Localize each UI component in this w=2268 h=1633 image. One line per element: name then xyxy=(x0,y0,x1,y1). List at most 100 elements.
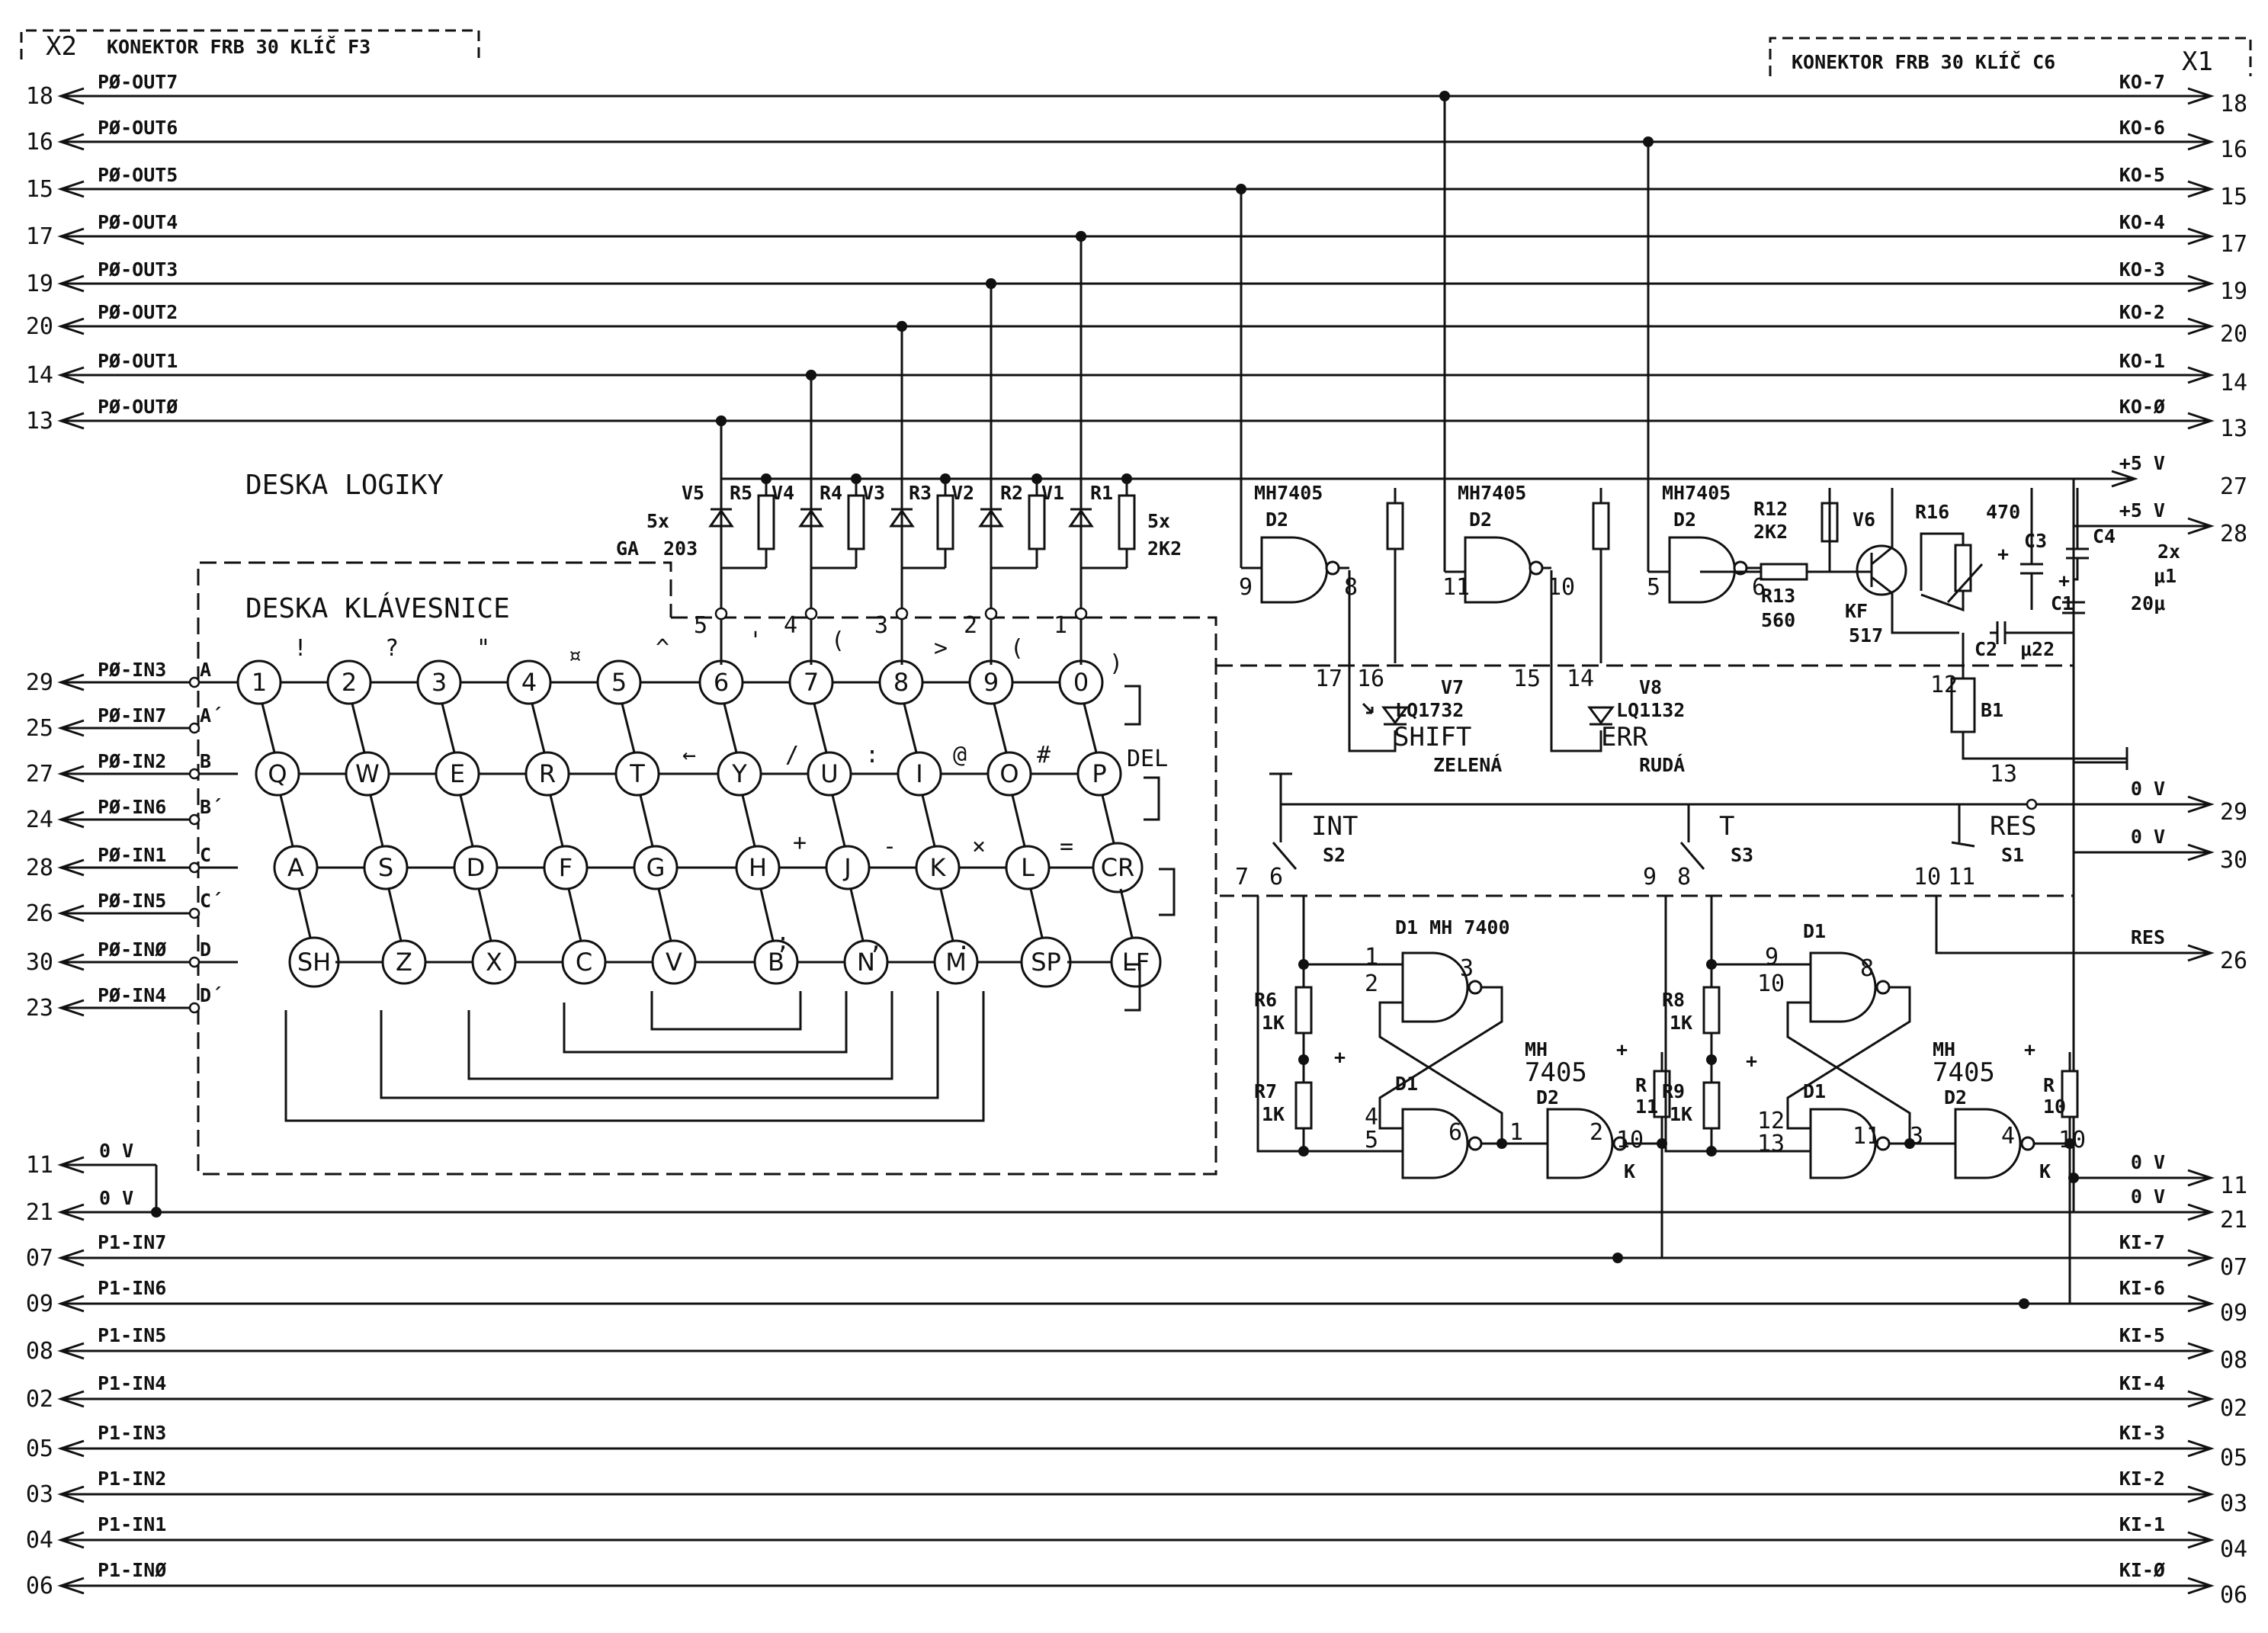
buzzer-driver: R12 2K2 R13 560 V6 KF 517 R16 470 C3 C4 … xyxy=(1700,488,2180,907)
bracket-1 xyxy=(1144,776,1160,821)
in-row-1: A´ xyxy=(200,704,223,727)
out-right-sig-6: KO-1 xyxy=(2119,350,2165,372)
in-pin-7: 23 xyxy=(26,995,53,1022)
out-right-sig-2: KO-5 xyxy=(2119,164,2165,186)
ffl-r11-3: 10 xyxy=(1616,1127,1644,1153)
key-label-i: I xyxy=(916,759,922,788)
in-row-6: D xyxy=(200,938,211,961)
in-row-0: A xyxy=(200,659,211,681)
ffl-plus: + xyxy=(1334,1046,1346,1068)
gate-top-pin-in-2: 5 xyxy=(1647,574,1660,601)
key-label-j: J xyxy=(842,853,851,882)
out-arrow-left-0 xyxy=(57,87,85,105)
in-arrow-2 xyxy=(57,765,85,783)
out-arrow-right-0 xyxy=(2187,87,2215,105)
out-arrow-right-3 xyxy=(2187,227,2215,245)
key-label-0: 0 xyxy=(1073,668,1089,697)
out-arrow-right-5 xyxy=(2187,317,2215,335)
gate-top-0 xyxy=(1260,536,1329,604)
switch-pin-b-2: 11 xyxy=(1948,864,1975,890)
switch-ref-1: S3 xyxy=(1731,844,1753,866)
key-label-e: E xyxy=(450,759,465,788)
key-lf xyxy=(1110,936,1162,988)
ff-dot-2 xyxy=(1706,1054,1717,1065)
out-arrow-left-7 xyxy=(57,412,85,430)
return-wire-3 xyxy=(380,991,939,1099)
ff-dot-2 xyxy=(1298,1054,1309,1065)
out-arrow-left-6 xyxy=(57,366,85,384)
ki-right-sig-4: KI-3 xyxy=(2119,1422,2165,1444)
in-pin-4: 28 xyxy=(26,855,53,881)
gate-top-pin-in-0: 9 xyxy=(1239,574,1253,601)
connector-x1-title: KONEKTOR FRB 30 KLÍČ C6 xyxy=(1792,50,2055,73)
diode-label-4: V1 xyxy=(1041,482,1064,504)
key-label-7: 7 xyxy=(804,668,819,697)
r16-ref: R16 xyxy=(1915,501,1949,523)
rpow-arrow-2 xyxy=(2187,795,2215,813)
gate-top-ref-2: D2 xyxy=(1673,509,1696,531)
ffl-r11-4: K xyxy=(1624,1160,1635,1182)
col-wire-0-6 xyxy=(813,703,828,753)
ki-left-sig-5: P1-IN2 xyxy=(98,1468,166,1490)
switch-lever-1 xyxy=(1679,842,1705,870)
diode-label-2: V3 xyxy=(862,482,885,504)
ki-right-pin-0: 07 xyxy=(2220,1254,2247,1281)
key-label-8: 8 xyxy=(893,668,909,697)
connector-x2-title: KONEKTOR FRB 30 KLÍČ F3 xyxy=(107,35,371,58)
ffl-inv-1: MH xyxy=(1525,1038,1548,1060)
ffl-title: D1 MH 7400 xyxy=(1395,916,1510,938)
ff-inv-dot xyxy=(1904,1138,1915,1149)
out-right-pin-4: 19 xyxy=(2220,278,2247,305)
diode-note-3: 203 xyxy=(663,537,698,560)
col-wire-1-8 xyxy=(1011,794,1026,847)
pullup-resistor-4 xyxy=(1118,494,1136,550)
gate-top-1 xyxy=(1464,536,1532,604)
ki-arrow-left-1 xyxy=(57,1295,85,1313)
in-terminal-7 xyxy=(188,1002,200,1014)
out-right-pin-0: 18 xyxy=(2220,91,2247,117)
key-label-5: 5 xyxy=(611,668,627,697)
diode-label-1: V4 xyxy=(772,482,794,504)
led-err: V8 LQ1132 ERR RUDÁ 15 14 xyxy=(1513,488,1685,776)
led-err-color: RUDÁ xyxy=(1639,754,1685,776)
ki-right-sig-1: KI-6 xyxy=(2119,1277,2165,1299)
bracket-0 xyxy=(1124,685,1141,726)
out-left-sig-0: PØ-OUT7 xyxy=(98,71,178,93)
col-wire-2-3 xyxy=(567,888,582,942)
led-shift-pin-a: 17 xyxy=(1315,666,1343,692)
led-shift-name: SHIFT xyxy=(1394,722,1471,752)
out-right-pin-1: 16 xyxy=(2220,136,2247,163)
bus-dot-3 xyxy=(986,278,996,289)
gate-top-pin-out-2: 6 xyxy=(1752,574,1766,601)
out-right-sig-4: KO-3 xyxy=(2119,258,2165,281)
rpow-arrow-3 xyxy=(2187,843,2215,861)
key-label-y: Y xyxy=(731,759,747,788)
in-sig-4: PØ-IN1 xyxy=(98,844,166,866)
keyboard-board-outline xyxy=(197,561,1217,1176)
in-arrow-0 xyxy=(57,673,85,691)
col-wire-0-0 xyxy=(261,703,276,753)
ff-bubble-u xyxy=(1875,980,1891,995)
key-symbol-11: : xyxy=(865,742,879,768)
in-arrow-4 xyxy=(57,858,85,877)
key-symbol-10: / xyxy=(785,742,799,768)
out-arrow-right-7 xyxy=(2187,412,2215,430)
ff-inv xyxy=(1954,1108,2022,1179)
out-arrow-right-6 xyxy=(2187,366,2215,384)
return-wire-0 xyxy=(650,991,802,1031)
c4-ref: C4 xyxy=(2093,525,2116,547)
ffl-r7-val: 1K xyxy=(1262,1103,1285,1125)
gnd-pin-1: 21 xyxy=(26,1199,53,1226)
led-shift: V7 LQ1732 SHIFT ZELENÁ 17 16 xyxy=(1315,488,1502,776)
col-wire-0-9 xyxy=(1083,703,1098,753)
key-label-b: B xyxy=(768,948,784,977)
ff-inv-bubble xyxy=(2020,1136,2035,1151)
in-pin-0: 29 xyxy=(26,669,53,696)
rpow-arrow-5 xyxy=(2187,1169,2215,1187)
ki-arrow-right-4 xyxy=(2187,1439,2215,1458)
switch-name-1: T xyxy=(1719,811,1734,842)
ff-left-wire xyxy=(1664,896,1719,1153)
ffr-lower: D1 xyxy=(1803,1080,1826,1102)
return-wire-2 xyxy=(467,991,893,1080)
